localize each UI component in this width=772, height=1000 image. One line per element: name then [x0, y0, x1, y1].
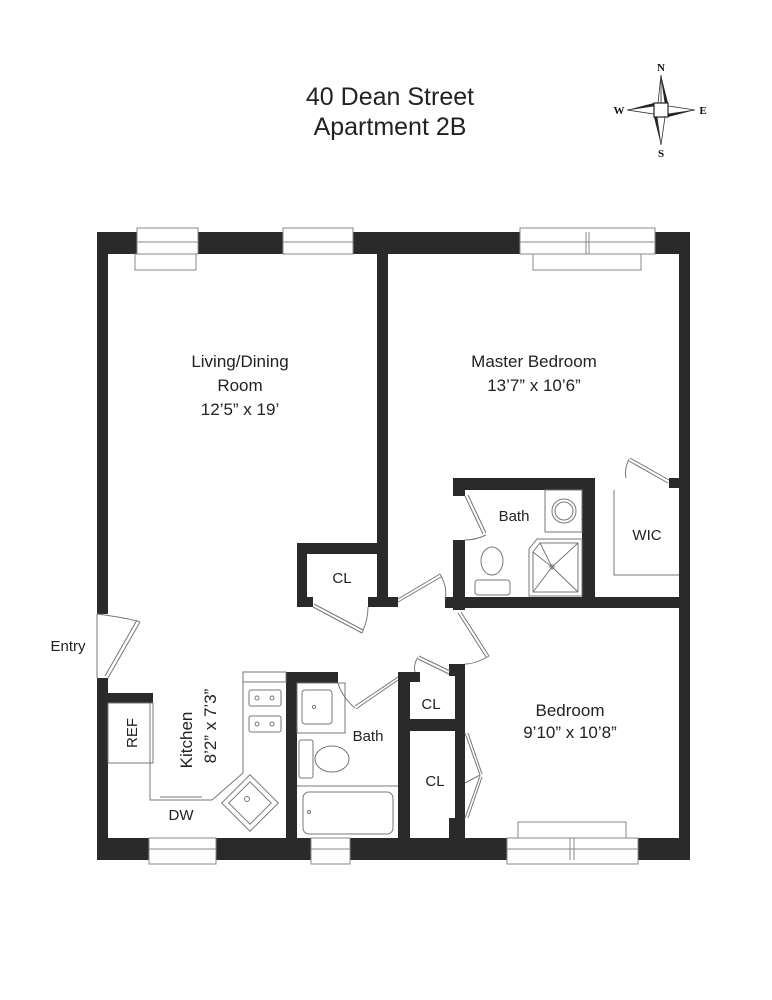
- master-bedroom-dimensions: 13’7” x 10’6”: [487, 376, 581, 395]
- kitchen-dimensions: 8’2” x 7’3”: [201, 688, 220, 763]
- wic-label: WIC: [632, 527, 661, 544]
- living-room-label-line2: Room: [217, 376, 262, 395]
- doors: [96, 457, 670, 819]
- bath-label: Bath: [353, 728, 384, 745]
- bedroom-label: Bedroom: [536, 701, 605, 720]
- master-bath-label: Bath: [499, 508, 530, 525]
- address-title: 40 Dean Street: [305, 83, 475, 111]
- windows-top: [134, 227, 656, 271]
- living-room-label: Living/Dining: [191, 352, 288, 371]
- compass-east-label: E: [699, 105, 706, 117]
- exterior-walls: [97, 232, 690, 860]
- compass-north-label: N: [657, 62, 665, 74]
- bedroom-dimensions: 9’10” x 10’8”: [523, 723, 617, 742]
- hall-closet-label: CL: [421, 696, 440, 713]
- dw-label: DW: [169, 807, 195, 824]
- room-labels: Living/Dining Room 12’5” x 19’ Master Be…: [50, 352, 661, 824]
- kitchen-label: Kitchen: [177, 712, 196, 769]
- living-closet-label: CL: [332, 570, 351, 587]
- apartment-subtitle: Apartment 2B: [313, 113, 467, 141]
- ref-label: REF: [124, 718, 141, 748]
- windows-bottom: [148, 821, 639, 865]
- fixtures: [107, 489, 679, 835]
- master-bedroom-label: Master Bedroom: [471, 352, 597, 371]
- compass-west-label: W: [614, 105, 625, 117]
- bedroom-closet-label: CL: [425, 773, 444, 790]
- interior-walls: [108, 254, 679, 838]
- plan-title: 40 Dean Street Apartment 2B: [280, 82, 500, 142]
- living-room-dimensions: 12’5” x 19’: [201, 400, 279, 419]
- compass-rose-icon: N S E W: [614, 62, 707, 160]
- entry-label: Entry: [50, 638, 86, 655]
- compass-south-label: S: [658, 148, 664, 160]
